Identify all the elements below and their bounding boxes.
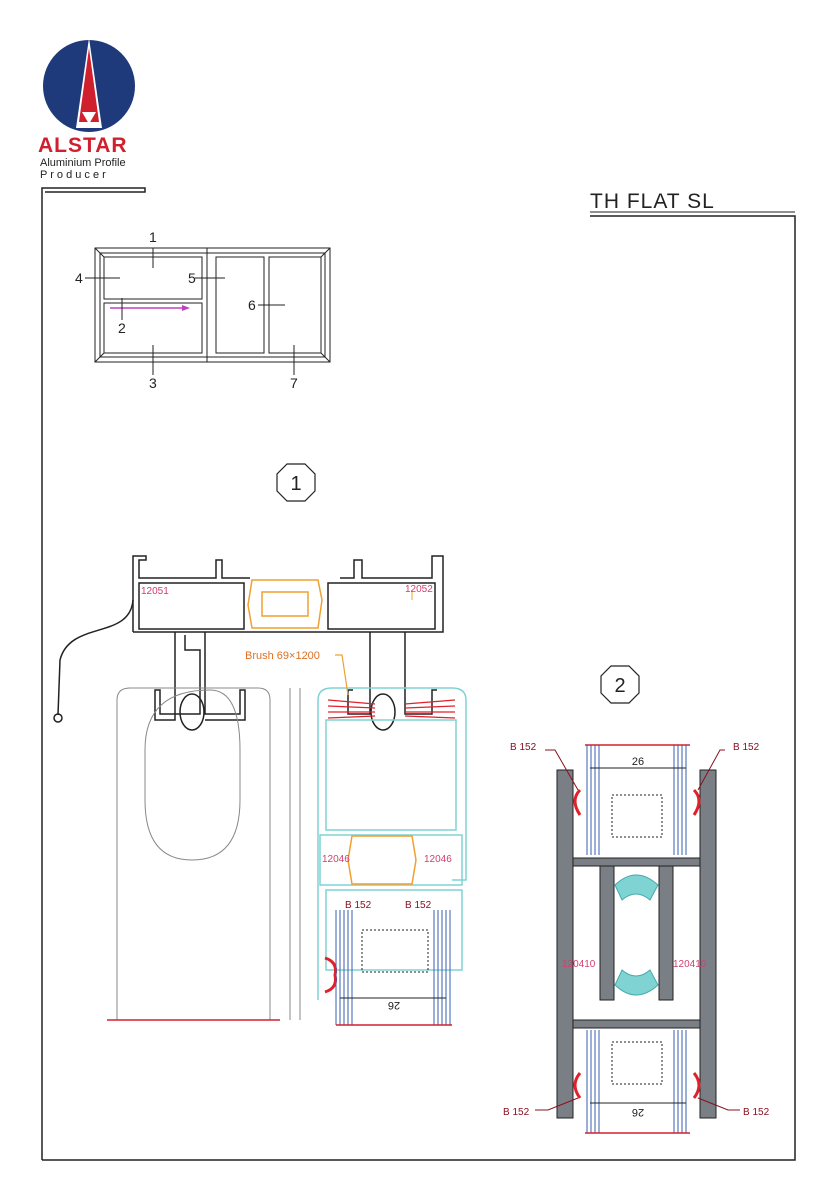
profile-label-12052: 12052 <box>405 584 433 595</box>
window-plan-view <box>85 247 331 375</box>
alstar-logo: ALSTAR Aluminium Profile P r o d u c e r <box>38 38 135 181</box>
glass-dimension-bottom: 26 <box>632 1106 644 1118</box>
gasket-label-bottom-right: B 152 <box>743 1107 770 1118</box>
section-marker-2: 2 <box>600 665 640 704</box>
section-1-drawing <box>53 555 467 1026</box>
gasket-label-right: B 152 <box>405 900 432 911</box>
logo-tagline-2: P r o d u c e r <box>40 169 106 181</box>
plan-label-6: 6 <box>248 297 256 313</box>
logo-tagline-1: Aluminium Profile <box>40 157 126 169</box>
gasket-label-top-left: B 152 <box>510 742 537 753</box>
plan-label-7: 7 <box>290 375 298 391</box>
profile-label-12051: 12051 <box>141 586 169 597</box>
plan-label-4: 4 <box>75 270 83 286</box>
gasket-label-left: B 152 <box>345 900 372 911</box>
plan-label-3: 3 <box>149 375 157 391</box>
profile-label-right: 120410 <box>673 959 707 970</box>
section-1-labels: 12051 12052 Brush 69×1200 12046 12046 B … <box>141 584 452 1011</box>
profile-label-left: 120410 <box>562 959 596 970</box>
svg-text:1: 1 <box>290 473 301 495</box>
glass-dimension-top: 26 <box>632 756 644 768</box>
plan-label-5: 5 <box>188 270 196 286</box>
gasket-label-top-right: B 152 <box>733 742 760 753</box>
plan-label-1: 1 <box>149 229 157 245</box>
gasket-label-bottom-left: B 152 <box>503 1107 530 1118</box>
logo-brand: ALSTAR <box>38 134 128 157</box>
section-marker-1: 1 <box>276 463 316 502</box>
brush-label: Brush 69×1200 <box>245 650 320 662</box>
glass-dimension: 26 <box>388 999 400 1011</box>
svg-text:2: 2 <box>614 675 625 697</box>
sheet-border <box>41 187 796 1161</box>
plan-labels: 1 2 3 4 5 6 7 <box>75 229 298 391</box>
drawing-title: TH FLAT SL <box>590 190 715 213</box>
sash-label-right: 12046 <box>424 854 452 865</box>
plan-label-2: 2 <box>118 320 126 336</box>
section-2-labels: B 152 B 152 B 152 B 152 26 26 120410 120… <box>503 742 770 1118</box>
sash-label-left: 12046 <box>322 854 350 865</box>
section-2-drawing <box>535 744 740 1134</box>
